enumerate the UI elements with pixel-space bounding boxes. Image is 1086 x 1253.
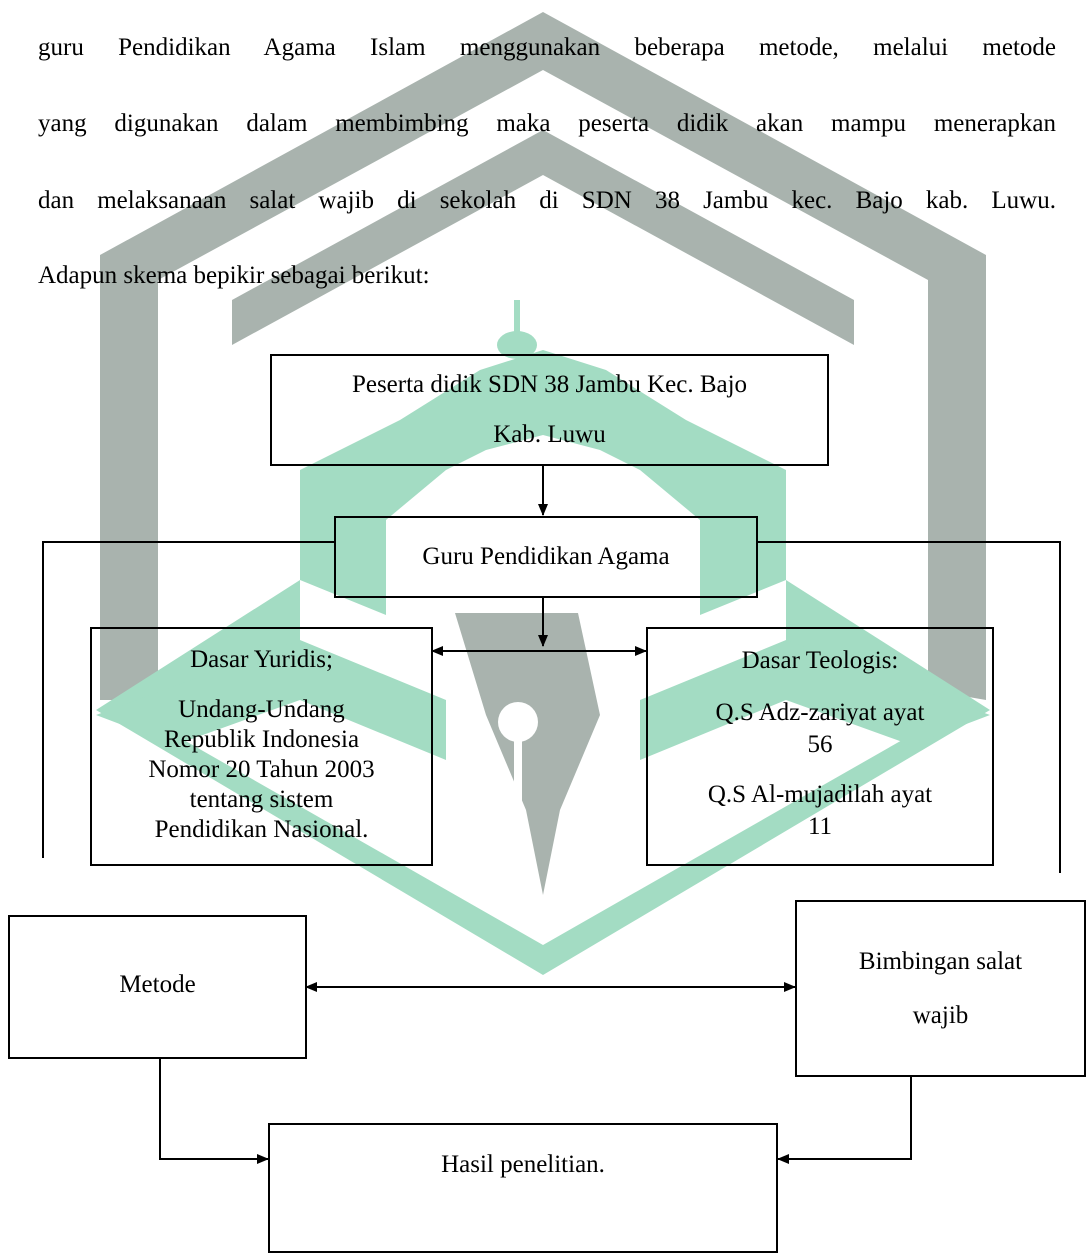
logo-green-arch [300, 350, 786, 615]
yuridis-title: Dasar Yuridis; [190, 646, 333, 673]
arrow-metode-to-hasil [159, 1058, 269, 1164]
hasil-penelitian-box: Hasil penelitian. [268, 1123, 778, 1253]
logo-pen-slit [514, 735, 522, 895]
paragraph-line-1: guru Pendidikan Agama Islam menggunakan … [38, 34, 1056, 61]
logo-dome [497, 331, 537, 359]
yuridis-line-2: Republik Indonesia [163, 726, 360, 753]
teologis-title: Dasar Teologis: [741, 647, 899, 674]
teologis-item1-line-1: Q.S Adz-zariyat ayat [715, 699, 925, 726]
logo-gray-frame [100, 12, 986, 700]
logo-gray-inner-frame [232, 130, 854, 345]
yuridis-line-5: Pendidikan Nasional. [154, 816, 369, 843]
guru-pendidikan-box: Guru Pendidikan Agama [334, 516, 758, 598]
metode-box: Metode [8, 915, 307, 1059]
logo-green-band-right [640, 640, 990, 760]
peserta-didik-box: Peserta didik SDN 38 Jambu Kec. Bajo Kab… [270, 354, 829, 466]
peserta-line-2: Kab. Luwu [493, 421, 606, 448]
dasar-teologis-box: Dasar Teologis: Q.S Adz-zariyat ayat 56 … [646, 627, 994, 866]
logo-pen-hole [498, 702, 538, 742]
paragraph-line-2: yang digunakan dalam membimbing maka pes… [38, 110, 1056, 137]
line-guru-to-bimbingan [758, 541, 1061, 873]
yuridis-line-4: tentang sistem [189, 786, 334, 813]
teologis-item2-line-2: 11 [807, 813, 833, 840]
yuridis-line-1: Undang-Undang [178, 696, 345, 723]
yuridis-line-3: Nomor 20 Tahun 2003 [148, 756, 375, 783]
dasar-yuridis-box: Dasar Yuridis; Undang-Undang Republik In… [90, 627, 433, 866]
bimbingan-line-2: wajib [912, 1001, 969, 1029]
logo-spire [514, 300, 520, 335]
bimbingan-salat-box: Bimbingan salat wajib [795, 900, 1086, 1077]
paragraph-line-3: dan melaksanaan salat wajib di sekolah d… [38, 187, 1056, 214]
peserta-line-1: Peserta didik SDN 38 Jambu Kec. Bajo [351, 371, 748, 398]
paragraph-line-4: Adapun skema bepikir sebagai berikut: [38, 262, 430, 289]
logo-pen-nib [455, 613, 600, 895]
teologis-item2-line-1: Q.S Al-mujadilah ayat [707, 781, 933, 808]
arrow-bimbingan-to-hasil [777, 1076, 912, 1164]
bimbingan-line-1: Bimbingan salat [858, 947, 1023, 975]
guru-label: Guru Pendidikan Agama [422, 543, 670, 570]
teologis-item1-line-2: 56 [807, 731, 833, 758]
line-guru-to-metode [42, 541, 334, 858]
logo-green-band-left [96, 640, 446, 760]
hasil-label: Hasil penelitian. [441, 1151, 605, 1178]
metode-label: Metode [119, 971, 196, 998]
